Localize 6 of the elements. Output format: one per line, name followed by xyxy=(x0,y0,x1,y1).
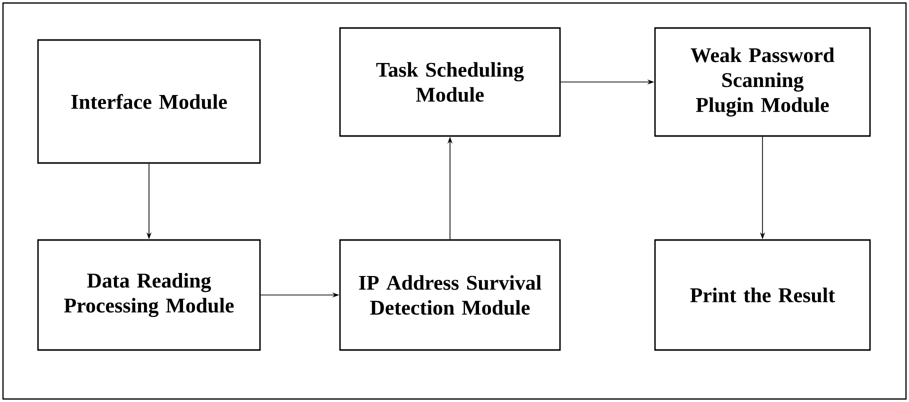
module-box: Weak Password Scanning Plugin Module xyxy=(654,27,871,137)
module-box: Data Reading Processing Module xyxy=(37,239,261,351)
module-box: Task Scheduling Module xyxy=(339,27,561,137)
module-box: Interface Module xyxy=(37,39,261,164)
module-box: Print the Result xyxy=(654,239,871,351)
module-box: IP Address Survival Detection Module xyxy=(339,239,561,351)
